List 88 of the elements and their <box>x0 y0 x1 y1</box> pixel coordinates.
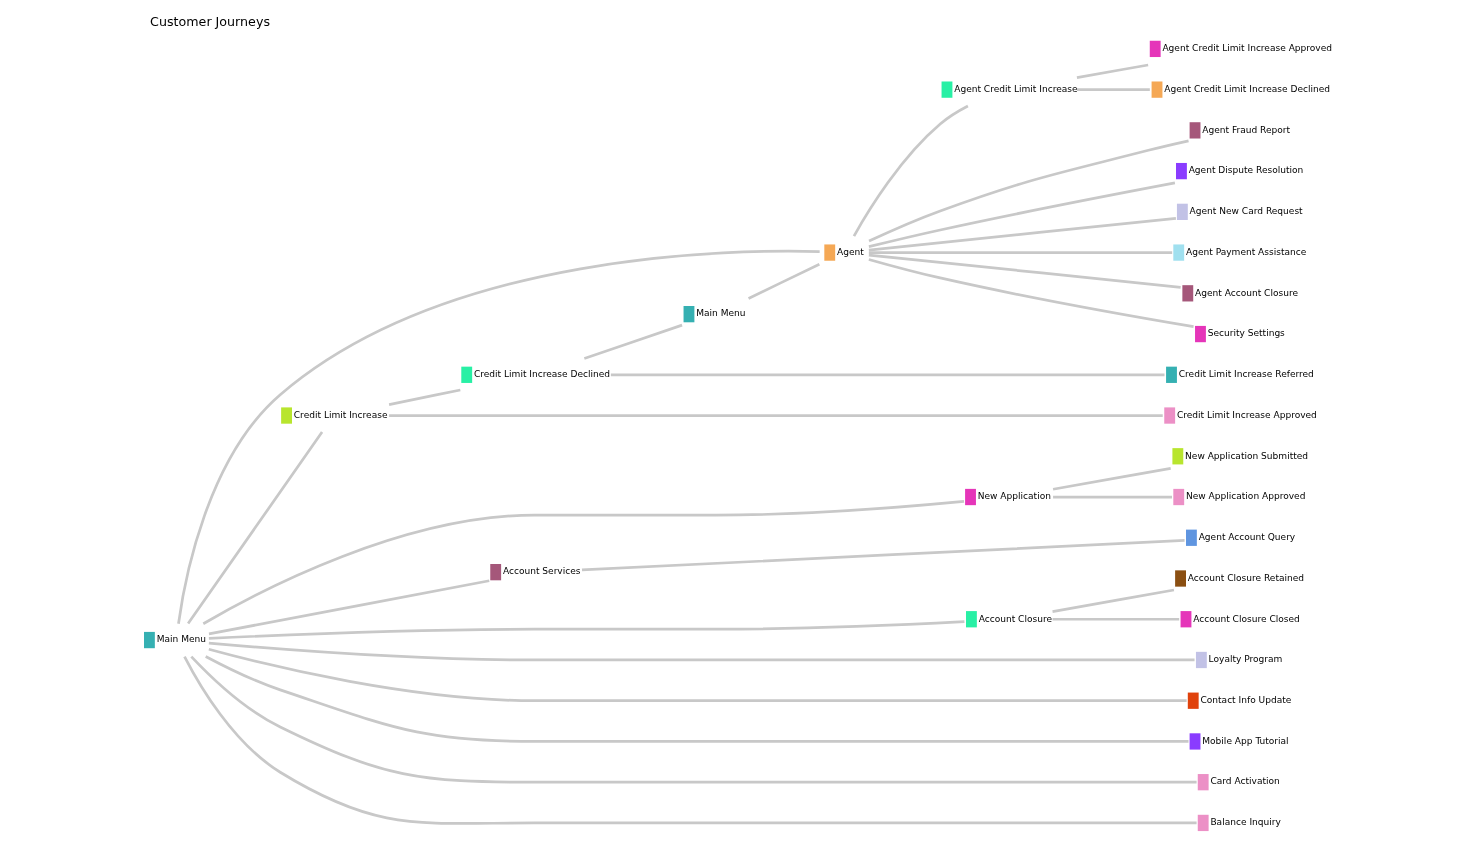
connector <box>182 655 1197 825</box>
connector <box>204 655 1188 743</box>
connector <box>747 262 820 300</box>
node-label: Mobile App Tutorial <box>1201 735 1289 746</box>
node-label: Agent Credit Limit Increase <box>953 83 1078 94</box>
node-label: Main Menu <box>156 634 206 645</box>
node-label: Account Closure Closed <box>1192 613 1300 624</box>
node-box <box>965 611 977 628</box>
node-box <box>143 631 155 649</box>
node-label: Agent Credit Limit Increase Approved <box>1161 43 1332 54</box>
connector <box>867 139 1189 243</box>
node-label: Account Closure <box>978 613 1052 624</box>
node-box <box>1171 448 1183 465</box>
node-box <box>1197 774 1209 791</box>
node-box <box>280 407 292 424</box>
node-label: Loyalty Program <box>1208 654 1282 665</box>
connector <box>868 251 1172 254</box>
node-box <box>1151 81 1162 98</box>
node-box <box>1181 285 1193 302</box>
node-label: New Application Submitted <box>1184 450 1308 461</box>
connector <box>1052 495 1172 499</box>
node-box <box>1189 122 1200 139</box>
node-label: Credit Limit Increase <box>293 409 387 420</box>
node-box <box>1149 40 1161 58</box>
node-box <box>489 564 501 581</box>
node-label: Balance Inquiry <box>1209 817 1281 828</box>
node-box <box>1174 570 1186 587</box>
node-label: New Application <box>977 491 1051 502</box>
node-label: Agent <box>836 246 864 257</box>
node-label: Agent Credit Limit Increase Declined <box>1163 83 1330 94</box>
node-box <box>1197 814 1209 832</box>
node-label: Contact Info Update <box>1199 694 1291 705</box>
node-box <box>460 366 472 383</box>
node-label: Account Services <box>502 566 580 577</box>
node-label: Credit Limit Increase Declined <box>473 369 610 380</box>
connector <box>868 258 1194 329</box>
node-label: Main Menu <box>695 308 746 319</box>
node-box <box>1185 529 1197 546</box>
connector <box>610 373 1164 377</box>
connector <box>868 181 1175 248</box>
node-box <box>1180 611 1191 628</box>
node-label: Agent Payment Assistance <box>1185 246 1306 257</box>
node-box <box>823 244 835 261</box>
connector <box>208 620 964 640</box>
node-label: Credit Limit Increase Approved <box>1176 409 1317 420</box>
node-label: Credit Limit Increase Referred <box>1178 369 1314 380</box>
connector <box>1076 63 1148 79</box>
node-box <box>1176 203 1188 220</box>
connector <box>208 647 1187 703</box>
node-box <box>1163 407 1175 424</box>
connector <box>868 216 1176 252</box>
connector <box>581 539 1185 572</box>
node-box <box>1175 162 1187 180</box>
connector <box>852 104 969 237</box>
connector <box>868 253 1181 289</box>
connector <box>1051 588 1174 613</box>
node-label: Account Closure Retained <box>1187 572 1304 583</box>
connector <box>202 500 964 625</box>
node-box <box>1165 366 1177 383</box>
connector <box>208 641 1195 662</box>
diagram-title: Customer Journeys <box>149 13 270 29</box>
node-label: Agent Dispute Resolution <box>1188 165 1303 176</box>
connector <box>176 249 820 624</box>
node-box <box>1187 692 1199 709</box>
node-label: Agent Fraud Report <box>1201 124 1290 135</box>
node-box <box>1195 651 1207 669</box>
connector <box>189 655 1197 784</box>
node-box <box>941 81 952 98</box>
node-label: Agent Account Closure <box>1194 287 1298 298</box>
connector <box>1052 617 1179 621</box>
node-box <box>1189 733 1200 750</box>
node-box <box>1172 244 1184 261</box>
node-box <box>683 306 694 323</box>
node-box <box>964 488 976 506</box>
node-label: Agent Account Query <box>1198 532 1295 543</box>
connector <box>388 388 461 406</box>
connector <box>388 414 1163 417</box>
connector <box>1076 88 1150 91</box>
connector <box>1052 467 1171 491</box>
node-box <box>1172 488 1184 506</box>
node-label: New Application Approved <box>1185 491 1305 502</box>
node-box <box>1194 325 1206 343</box>
connector <box>186 431 323 625</box>
connector <box>208 579 489 636</box>
connector <box>583 323 682 360</box>
node-label: Card Activation <box>1209 776 1280 787</box>
node-label: Security Settings <box>1207 328 1285 339</box>
node-label: Agent New Card Request <box>1189 206 1303 217</box>
